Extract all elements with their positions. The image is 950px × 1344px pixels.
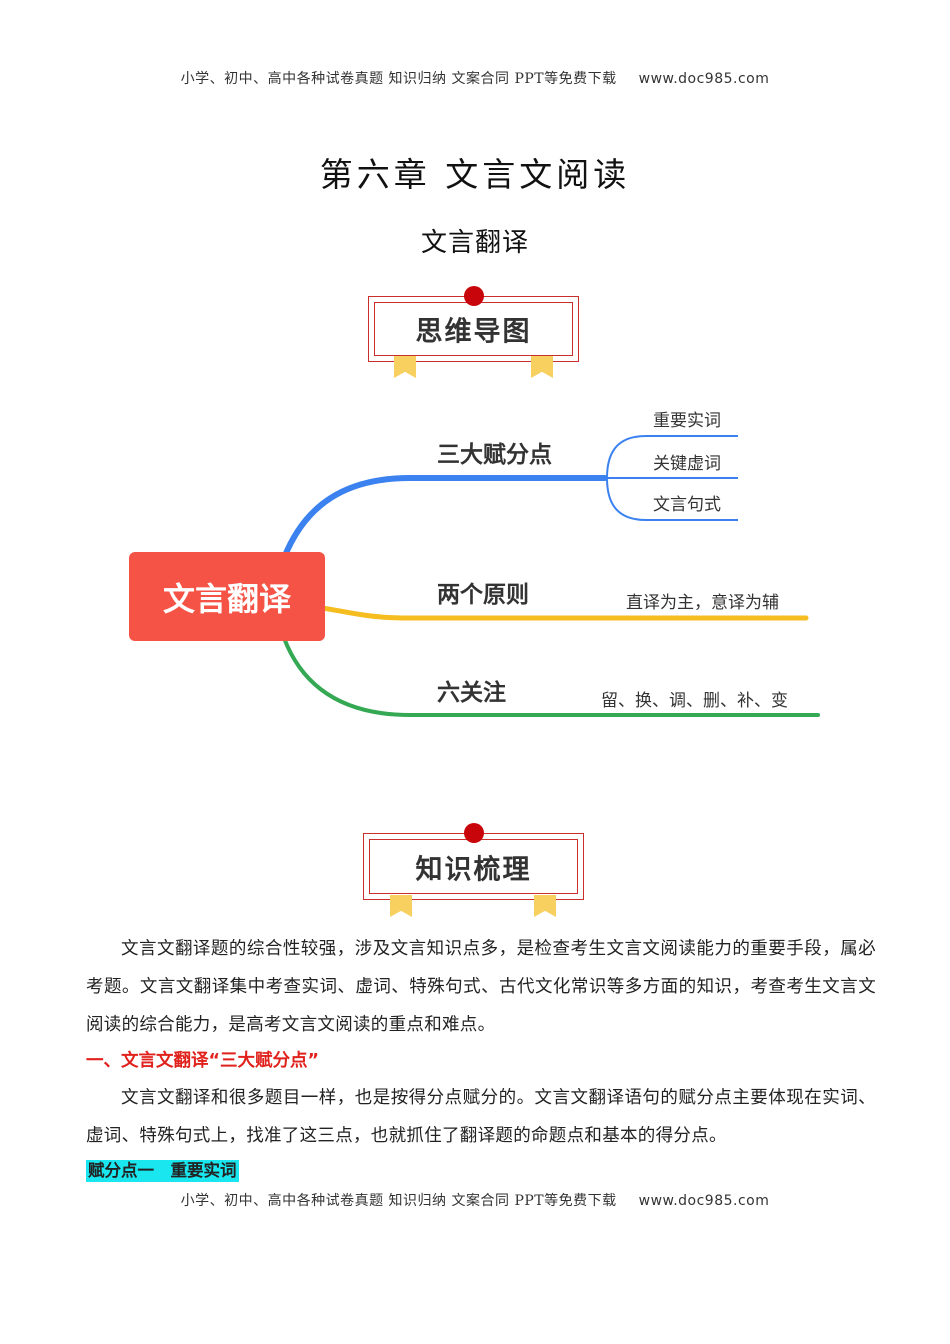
banner-inner-frame: [369, 839, 578, 894]
header-url[interactable]: www.doc985.com: [638, 71, 770, 87]
banner-dot-icon: [463, 823, 484, 843]
banner-dot-icon: [463, 286, 484, 306]
ribbon-right-icon: [531, 356, 553, 378]
banner-knowledge-label: 知识梳理: [415, 854, 532, 885]
banner-knowledge: 知识梳理: [363, 823, 584, 917]
branch-line-bottom: [282, 636, 820, 717]
sub-label-function-words: 关键虚词: [653, 454, 721, 474]
page-footer: 小学、初中、高中各种试卷真题 知识归纳 文案合同 PPT等免费下载 www.doc…: [0, 1190, 950, 1210]
section-heading-scoring-points: 一、文言文翻译“三大赋分点”: [86, 1051, 320, 1071]
banner-mindmap-label: 思维导图: [415, 316, 532, 348]
detail-label-principles: 直译为主，意译为辅: [626, 593, 779, 613]
branch-label-scoring: 三大赋分点: [437, 442, 552, 468]
scoring-paragraph: 文言文翻译和很多题目一样，也是按得分点赋分的。文言文翻译语句的赋分点主要体现在实…: [86, 1088, 876, 1146]
branch-label-focus: 六关注: [437, 679, 506, 706]
chapter-title: 第六章 文言文阅读: [319, 155, 631, 194]
intro-paragraph: 文言文翻译题的综合性较强，涉及文言知识点多，是检查考生文言文阅读能力的重要手段，…: [86, 939, 876, 1035]
ribbon-left-icon: [390, 895, 412, 917]
branch-line-top: [281, 475, 608, 561]
ribbon-right-icon: [534, 895, 556, 917]
subheading-content-words: 赋分点一 重要实词: [86, 1160, 239, 1182]
branch-label-principles: 两个原则: [437, 582, 529, 608]
section-title: 文言翻译: [420, 228, 529, 258]
detail-label-focus: 留、换、调、删、补、变: [601, 691, 788, 711]
sub-label-sentence-patterns: 文言句式: [653, 495, 721, 515]
footer-url[interactable]: www.doc985.com: [638, 1193, 770, 1209]
header-text: 小学、初中、高中各种试卷真题 知识归纳 文案合同 PPT等免费下载: [180, 71, 617, 87]
page-header: 小学、初中、高中各种试卷真题 知识归纳 文案合同 PPT等免费下载 www.doc…: [0, 68, 950, 88]
footer-text: 小学、初中、高中各种试卷真题 知识归纳 文案合同 PPT等免费下载: [180, 1193, 617, 1209]
sub-label-content-words: 重要实词: [653, 411, 721, 431]
mindmap-diagram: 文言翻译 三大赋分点 两个原则 六关注 重要实词 关键虚词 文言句式 直译为主，…: [129, 411, 820, 717]
center-node: [129, 552, 325, 641]
branch-line-middle: [319, 605, 809, 621]
ribbon-left-icon: [394, 356, 416, 378]
banner-mindmap: 思维导图: [368, 286, 579, 378]
center-node-label: 文言翻译: [163, 580, 292, 618]
